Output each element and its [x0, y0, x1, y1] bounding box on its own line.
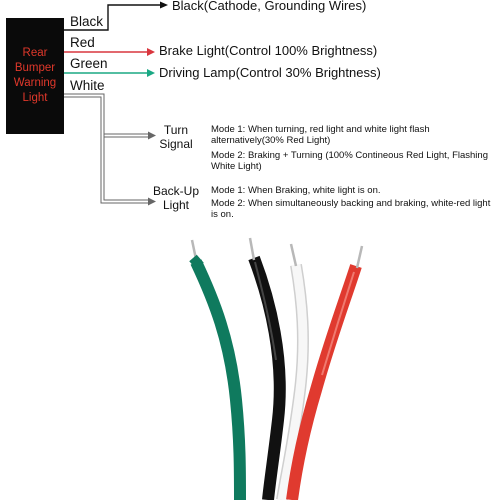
rear-bumper-warning-light-module: Rear Bumper Warning Light [6, 18, 64, 134]
turn-mode-1: Mode 1: When turning, red light and whit… [211, 124, 430, 146]
white-wire-line [64, 93, 150, 204]
photo-green-wire [189, 239, 246, 500]
photo-white-wire [276, 243, 309, 500]
module-label-line-3: Warning [13, 77, 57, 89]
green-wire-arrow [147, 69, 155, 77]
backup-mode-2: Mode 2: When simultaneously backing and … [211, 198, 491, 220]
turn-mode-2: Mode 2: Braking + Turning (100% Contineo… [211, 150, 488, 172]
green-destination: Driving Lamp(Control 30% Brightness) [159, 65, 381, 80]
turn-branch-arrow [148, 131, 156, 140]
backup-branch-arrow [148, 197, 156, 206]
black-destination: Black(Cathode, Grounding Wires) [172, 0, 367, 13]
red-wire-arrow [147, 48, 155, 56]
backup-mode-1: Mode 1: When Braking, white light is on. [211, 185, 381, 196]
module-label-line-1: Rear [22, 47, 48, 59]
red-wire-label: Red [70, 35, 95, 50]
module-label: Rear Bumper Warning Light [14, 46, 56, 106]
red-destination: Brake Light(Control 100% Brightness) [159, 43, 378, 58]
module-label-line-2: Bumper [14, 62, 56, 74]
module-label-line-4: Light [22, 92, 48, 104]
white-wire-label: White [70, 78, 105, 93]
photo-black-wire [248, 237, 286, 500]
green-wire-label: Green [70, 56, 108, 71]
turn-signal-label: Turn Signal [159, 123, 193, 151]
black-wire-arrow [160, 1, 168, 9]
black-wire-label: Black [70, 14, 104, 29]
black-wire-line [64, 4, 162, 31]
photo-red-wire [286, 245, 364, 500]
backup-light-label: Back-Up Light [152, 184, 199, 212]
